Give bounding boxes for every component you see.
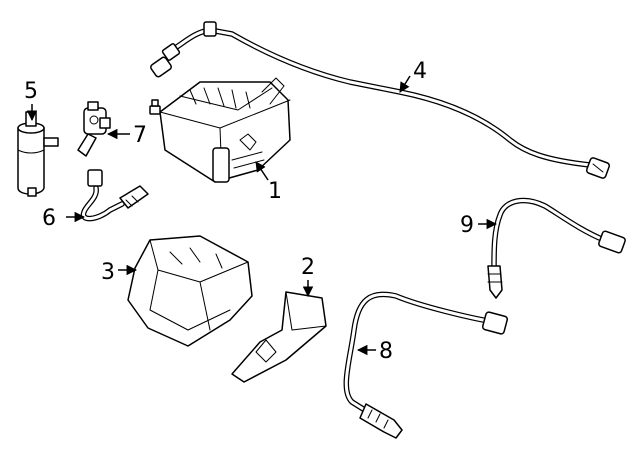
part-1-canister [149, 77, 291, 183]
leader-lines [26, 75, 498, 356]
part-3-heat-shield [127, 235, 253, 347]
part-6-sensor [80, 169, 149, 222]
callout-8: 8 [379, 339, 393, 364]
part-8-sensor [343, 291, 509, 439]
callout-9: 9 [460, 213, 474, 238]
callout-4: 4 [413, 59, 427, 84]
callout-3: 3 [101, 260, 115, 285]
callout-6: 6 [42, 206, 56, 231]
part-9-sensor [487, 197, 626, 299]
callout-2: 2 [301, 255, 315, 280]
part-7-valve [77, 101, 111, 157]
callout-1: 1 [268, 179, 282, 204]
part-2-bracket [231, 291, 327, 383]
callout-5: 5 [24, 79, 38, 104]
part-5-filter [17, 111, 59, 197]
callout-7: 7 [133, 123, 147, 148]
